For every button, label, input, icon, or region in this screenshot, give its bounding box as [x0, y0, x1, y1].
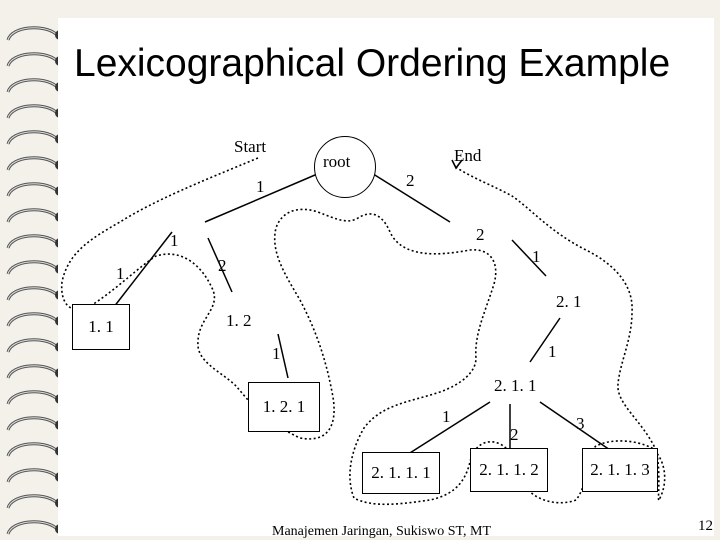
edge-label-2-2-1: 1 [532, 248, 541, 265]
edge-label-2-1-1-b: 2 [510, 426, 519, 443]
node-2: 2 [476, 226, 485, 243]
page-number: 12 [698, 518, 713, 535]
node-2-1-1-1: 2. 1. 1. 1 [362, 452, 440, 494]
node-1-1: 1. 1 [72, 304, 130, 350]
node-2-1-1: 2. 1. 1 [494, 377, 537, 394]
node-1: 1 [170, 232, 179, 249]
edge-label-1-2-1-2-1: 1 [272, 345, 281, 362]
edge-label-root-2: 2 [406, 172, 415, 189]
node-1-2-1: 1. 2. 1 [248, 382, 320, 432]
edge-label-2-1-1-c: 3 [576, 415, 585, 432]
root-node: root [314, 136, 376, 198]
edge-label-1-1-2: 2 [218, 257, 227, 274]
node-2-1-1-2: 2. 1. 1. 2 [470, 448, 548, 492]
edge-label-1-1-1: 1 [116, 265, 125, 282]
slide-footer: Manajemen Jaringan, Sukiswo ST, MT [272, 524, 491, 540]
edge-label-2-1-2-1-1: 1 [548, 343, 557, 360]
node-2-1-1-3: 2. 1. 1. 3 [582, 448, 658, 492]
start-label: Start [234, 138, 266, 155]
root-label: root [323, 152, 350, 172]
edge-label-root-1: 1 [256, 178, 265, 195]
edge-2-1-1-to-2-1-1-3 [540, 402, 610, 450]
edge-2-to-2-1 [512, 240, 546, 276]
end-label: End [454, 147, 481, 164]
edge-label-2-1-1-a: 1 [442, 408, 451, 425]
node-1-2: 1. 2 [226, 312, 252, 329]
node-2-1: 2. 1 [556, 293, 582, 310]
